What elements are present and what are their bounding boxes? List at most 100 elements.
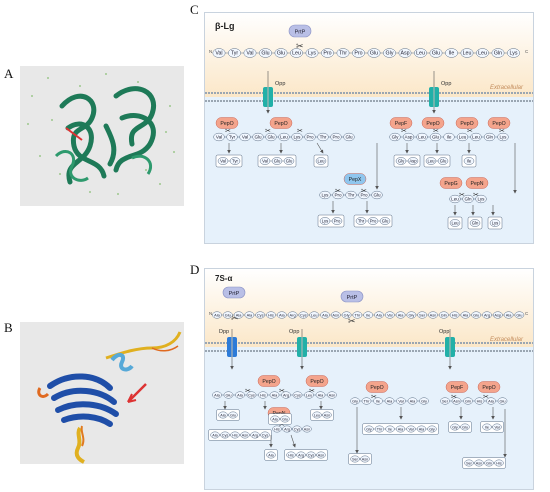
amino-acid-bead (276, 311, 287, 319)
amino-acid-bead (291, 132, 303, 142)
amino-acid-label: Val (262, 158, 268, 163)
pepf-enzyme: PepF (389, 117, 413, 129)
amino-acid-bead (321, 48, 334, 58)
label-d: D (190, 262, 200, 277)
amino-acid-bead (265, 132, 277, 142)
amino-acid-label: Val (398, 398, 403, 403)
scissors-icon: ✂ (467, 128, 473, 135)
amino-acid-bead (322, 411, 332, 419)
amino-acid-bead (280, 415, 290, 423)
amino-acid-bead (384, 397, 395, 405)
amino-acid-label: Ile (376, 398, 380, 403)
amino-acid-label: Leu (451, 196, 459, 201)
amino-acid-label: Leu (314, 413, 320, 417)
amino-acid-label: Leu (306, 392, 313, 397)
amino-acid-bead (460, 423, 470, 431)
amino-acid-label: Gln (465, 398, 471, 403)
amino-acid-label: Leu (478, 50, 487, 56)
amino-acid-label: Ile (366, 312, 370, 317)
amino-acid-bead (316, 451, 326, 459)
scissors-icon: ✂ (279, 388, 285, 395)
scissors-icon: ✂ (245, 388, 251, 395)
amino-acid-bead (383, 48, 396, 58)
scissors-icon: ✂ (335, 188, 341, 195)
amino-acid-label: Thr (320, 134, 327, 139)
amino-acid-label: Pro (323, 50, 331, 56)
amino-acid-bead (437, 157, 449, 165)
amino-acid-bead (417, 311, 428, 319)
amino-acid-bead (474, 459, 484, 467)
amino-acid-label: Ser (419, 312, 426, 317)
pepn-enzyme: PepN (465, 177, 489, 189)
protein-structure-b (20, 322, 184, 464)
amino-acid-label: Lys (322, 218, 328, 223)
amino-acid-label: Ala (398, 427, 404, 431)
amino-acid-bead (350, 455, 360, 463)
amino-acid-label: Ala (387, 398, 393, 403)
amino-acid-label: Asn (476, 461, 482, 465)
amino-acid-label: Gln (472, 220, 479, 225)
amino-acid-bead (440, 397, 450, 405)
amino-acid-label: Leu (472, 134, 480, 139)
amino-acid-label: Ala (488, 398, 494, 403)
amino-acid-label: Gly (421, 398, 427, 403)
panel-d-title: 7S-α (215, 274, 232, 283)
amino-acid-bead (319, 190, 331, 200)
amino-acid-bead (449, 194, 461, 204)
amino-acid-bead (243, 48, 257, 58)
amino-acid-bead (228, 48, 241, 58)
amino-acid-label: Glu (373, 192, 381, 197)
amino-acid-bead (315, 157, 327, 165)
amino-acid-label: Ala (318, 392, 324, 397)
amino-acid-bead (492, 423, 502, 431)
amino-acid-label: Glu (499, 398, 505, 403)
amino-acid-bead (491, 48, 505, 58)
amino-acid-label: Ala (463, 312, 469, 317)
svg-text:PrtP: PrtP (229, 291, 240, 297)
label-a: A (4, 66, 14, 81)
svg-text:PepO: PepO (274, 121, 287, 127)
amino-acid-bead (407, 397, 418, 405)
amino-acid-bead (286, 451, 296, 459)
amino-acid-bead (332, 190, 344, 200)
scissors-icon: ✂ (361, 188, 367, 195)
amino-acid-bead (374, 311, 384, 319)
amino-acid-label: Ala (220, 413, 226, 417)
amino-acid-bead (246, 391, 257, 399)
amino-acid-label: Arg (290, 312, 296, 317)
opp-label-c1: Opp (275, 81, 285, 87)
amino-acid-label: Tyr (231, 50, 239, 56)
amino-acid-label: Ser (466, 461, 473, 465)
amino-acid-bead (395, 311, 406, 319)
amino-acid-label: Ala (410, 398, 416, 403)
amino-acid-label: Gln (494, 50, 502, 56)
amino-acid-bead (425, 157, 437, 165)
amino-acid-bead (230, 431, 240, 439)
amino-acid-label: Glu (254, 134, 262, 139)
amino-acid-label: Leu (416, 50, 425, 56)
amino-acid-bead (218, 411, 228, 419)
amino-acid-label: His (274, 427, 280, 431)
amino-acid-bead (385, 425, 395, 433)
amino-acid-label: His (268, 312, 274, 317)
extracellular-label-c: Extracellular (490, 85, 524, 91)
pepo-enzyme: PepO (421, 117, 445, 129)
amino-acid-bead (486, 397, 496, 405)
amino-acid-label: Glu (225, 312, 231, 317)
amino-acid-label: Ile (485, 425, 489, 429)
amino-acid-bead (463, 157, 475, 165)
scissors-icon: ✂ (309, 388, 315, 395)
amino-acid-label: Glu (432, 134, 440, 139)
amino-acid-bead (305, 48, 319, 58)
amino-acid-bead (449, 311, 460, 319)
amino-acid-bead (304, 391, 314, 399)
amino-acid-bead (302, 425, 312, 433)
scissors-icon: ✂ (371, 394, 377, 401)
amino-acid-bead (260, 431, 270, 439)
